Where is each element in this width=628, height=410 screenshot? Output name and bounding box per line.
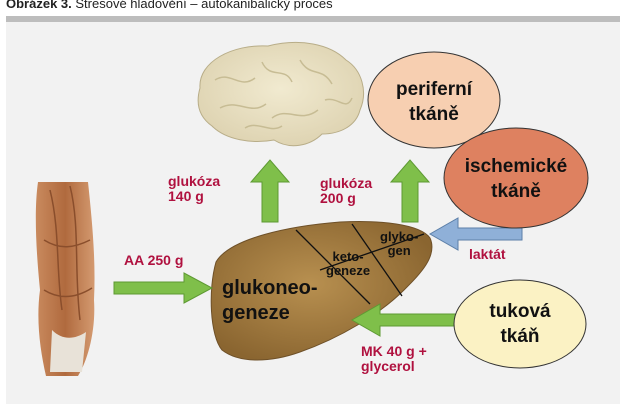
label-gluconeogenesis: glukoneo- geneze bbox=[222, 276, 318, 326]
muscle-illustration bbox=[36, 182, 95, 376]
arrow-muscle-to-liver bbox=[114, 273, 212, 303]
label-ischemic-tissues: ischemické tkáně bbox=[448, 155, 584, 204]
label-ketogenesis: keto- geneze bbox=[326, 250, 370, 279]
label-aa: AA 250 g bbox=[124, 253, 183, 268]
arrow-to-peripheral bbox=[391, 160, 429, 222]
label-mk: MK 40 g + glycerol bbox=[361, 344, 427, 375]
brain-illustration bbox=[198, 42, 363, 145]
label-glycogen: glyko- gen bbox=[380, 230, 418, 259]
label-peripheral-tissues: periferní tkáně bbox=[374, 78, 494, 127]
label-adipose-tissue: tuková tkáň bbox=[460, 300, 580, 349]
label-glucose-200: glukóza 200 g bbox=[320, 176, 372, 207]
arrow-to-brain bbox=[251, 160, 289, 222]
label-glucose-140: glukóza 140 g bbox=[168, 174, 220, 205]
label-lactate: laktát bbox=[469, 247, 506, 262]
